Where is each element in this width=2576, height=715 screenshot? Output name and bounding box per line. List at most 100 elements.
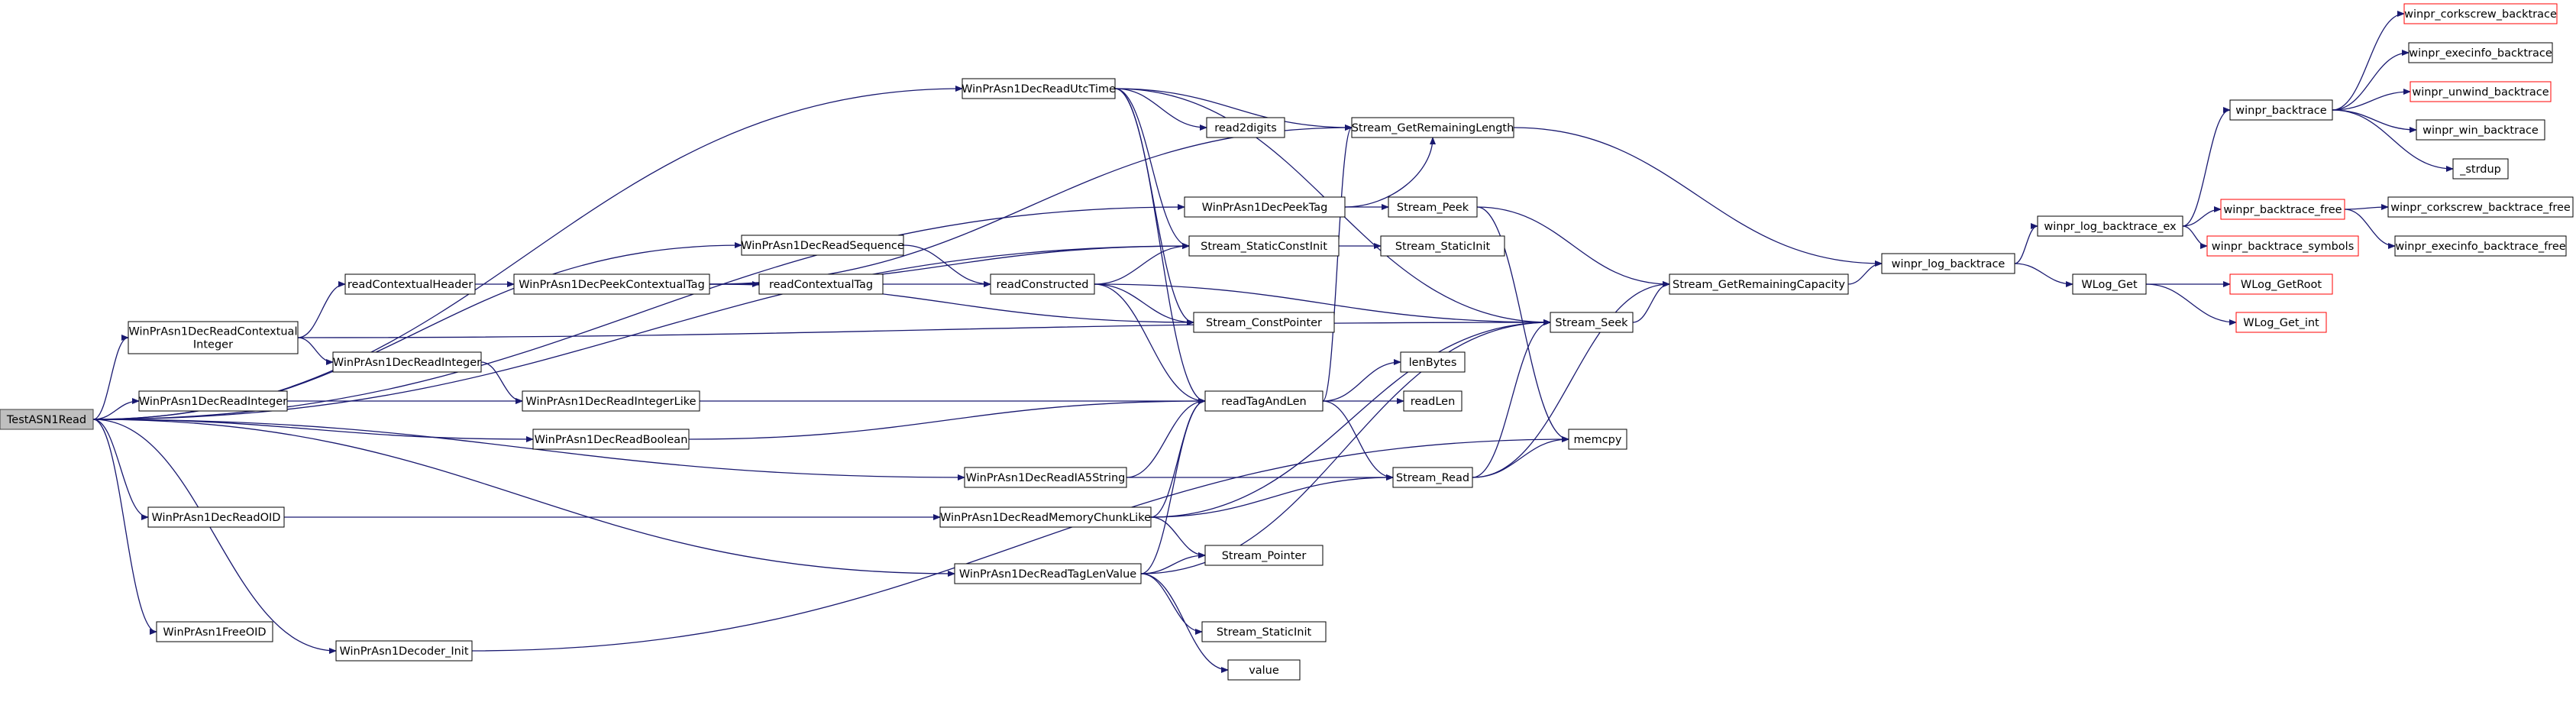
node-lenbytes[interactable]: lenBytes bbox=[1400, 351, 1466, 373]
node-root-box bbox=[0, 409, 94, 430]
node-seq[interactable]: WinPrAsn1DecReadSequence bbox=[741, 235, 904, 256]
node-speek[interactable]: Stream_Peek bbox=[1388, 196, 1478, 218]
node-backtrace-box bbox=[2229, 99, 2333, 121]
node-win[interactable]: winpr_win_backtrace bbox=[2416, 119, 2545, 141]
node-logbt[interactable]: winpr_log_backtrace bbox=[1881, 253, 2015, 274]
node-getcap-label-0: Stream_GetRemainingCapacity bbox=[1673, 279, 1845, 291]
edge-peektag-to-getrem bbox=[1344, 137, 1436, 208]
node-sinit1[interactable]: Stream_StaticInit bbox=[1201, 621, 1327, 642]
edge-utc-to-read2 bbox=[1114, 88, 1207, 131]
node-peekctx-box bbox=[513, 273, 710, 295]
node-getrem[interactable]: Stream_GetRemainingLength bbox=[1351, 117, 1514, 138]
node-memcpy[interactable]: memcpy bbox=[1568, 429, 1627, 450]
node-ctxint-box bbox=[128, 321, 299, 354]
node-sinit2[interactable]: Stream_StaticInit bbox=[1380, 235, 1505, 257]
edge-memchunk-to-sptr bbox=[1150, 516, 1206, 558]
node-rconstr[interactable]: readConstructed bbox=[990, 273, 1095, 295]
node-boolean[interactable]: WinPrAsn1DecReadBoolean bbox=[532, 429, 690, 450]
node-readint-box bbox=[138, 390, 288, 412]
node-btsym[interactable]: winpr_backtrace_symbols bbox=[2206, 235, 2359, 257]
node-execinfo-label-0: winpr_execinfo_backtrace bbox=[2409, 47, 2552, 60]
node-logbt-label-0: winpr_log_backtrace bbox=[1892, 258, 2006, 270]
edge-rtal-to-sread bbox=[1322, 400, 1394, 480]
edge-memchunk-to-rtal bbox=[1150, 398, 1206, 518]
node-decinit[interactable]: WinPrAsn1Decoder_Init bbox=[335, 640, 473, 662]
node-utc-label-0: WinPrAsn1DecReadUtcTime bbox=[962, 83, 1116, 95]
node-rtal-label-0: readTagAndLen bbox=[1221, 396, 1306, 408]
node-execinfo-box bbox=[2408, 42, 2553, 63]
node-rtal[interactable]: readTagAndLen bbox=[1204, 390, 1324, 412]
node-peekctx[interactable]: WinPrAsn1DecPeekContextualTag bbox=[513, 273, 710, 295]
node-sread-box bbox=[1392, 467, 1473, 488]
node-taglen[interactable]: WinPrAsn1DecReadTagLenValue bbox=[954, 563, 1142, 584]
node-utc[interactable]: WinPrAsn1DecReadUtcTime bbox=[962, 78, 1116, 99]
node-freeoid-box bbox=[156, 621, 273, 642]
node-getroot[interactable]: WLog_GetRoot bbox=[2229, 273, 2333, 295]
node-wlogget[interactable]: WLog_Get bbox=[2072, 273, 2147, 295]
node-freeoid[interactable]: WinPrAsn1FreeOID bbox=[156, 621, 273, 642]
node-root[interactable]: TestASN1Read bbox=[0, 409, 94, 430]
node-memchunk[interactable]: WinPrAsn1DecReadMemoryChunkLike bbox=[939, 506, 1152, 528]
node-sinit2-box bbox=[1380, 235, 1505, 257]
node-boolean-box bbox=[532, 429, 690, 450]
edge-speek-to-memcpy bbox=[1476, 206, 1569, 442]
edge-backtrace-to-strdup bbox=[2332, 109, 2454, 172]
node-sread[interactable]: Stream_Read bbox=[1392, 467, 1473, 488]
node-speek-box bbox=[1388, 196, 1478, 218]
node-execinfo[interactable]: winpr_execinfo_backtrace bbox=[2408, 42, 2553, 63]
node-sseek-label-0: Stream_Seek bbox=[1555, 317, 1628, 329]
edges-layer bbox=[92, 11, 2454, 673]
node-ia5-label-0: WinPrAsn1DecReadIA5String bbox=[966, 472, 1126, 484]
node-logbtex[interactable]: winpr_log_backtrace_ex bbox=[2037, 215, 2183, 237]
edge-backtrace-to-cork bbox=[2332, 11, 2405, 111]
node-cptr[interactable]: Stream_ConstPointer bbox=[1193, 312, 1335, 333]
node-corkfree[interactable]: winpr_corkscrew_backtrace_free bbox=[2387, 196, 2574, 218]
node-win-box bbox=[2416, 119, 2545, 141]
node-execfree[interactable]: winpr_execinfo_backtrace_free bbox=[2394, 235, 2567, 257]
node-peektag[interactable]: WinPrAsn1DecPeekTag bbox=[1184, 196, 1346, 218]
edge-root-to-freeoid bbox=[92, 419, 157, 635]
nodes-layer: TestASN1Read WinPrAsn1DecReadContextualIn… bbox=[0, 3, 2574, 681]
edge-sread-to-sseek bbox=[1472, 319, 1551, 478]
edge-root-to-ia5 bbox=[92, 419, 965, 480]
node-sptr[interactable]: Stream_Pointer bbox=[1204, 545, 1324, 566]
node-boolean-label-0: WinPrAsn1DecReadBoolean bbox=[535, 434, 688, 446]
edge-sseek-to-getcap bbox=[1632, 281, 1670, 323]
node-sseek[interactable]: Stream_Seek bbox=[1550, 312, 1634, 333]
node-rconstr-label-0: readConstructed bbox=[996, 279, 1088, 291]
node-getcap[interactable]: Stream_GetRemainingCapacity bbox=[1669, 273, 1849, 295]
node-sread-label-0: Stream_Read bbox=[1396, 472, 1469, 484]
node-wlogget-box bbox=[2072, 273, 2147, 295]
node-backtrace[interactable]: winpr_backtrace bbox=[2229, 99, 2333, 121]
node-oid-box bbox=[147, 506, 285, 528]
node-getint[interactable]: WLog_Get_int bbox=[2235, 312, 2327, 333]
node-scinit[interactable]: Stream_StaticConstInit bbox=[1188, 235, 1340, 257]
node-value[interactable]: value bbox=[1227, 659, 1301, 681]
edge-boolean-to-rtal bbox=[688, 398, 1206, 440]
node-read2-box bbox=[1206, 117, 1285, 138]
node-btfree[interactable]: winpr_backtrace_free bbox=[2220, 199, 2345, 220]
node-unwind[interactable]: winpr_unwind_backtrace bbox=[2410, 81, 2552, 102]
node-readint[interactable]: WinPrAsn1DecReadInteger bbox=[138, 390, 288, 412]
node-corkfree-label-0: winpr_corkscrew_backtrace_free bbox=[2390, 202, 2571, 214]
node-readlen[interactable]: readLen bbox=[1403, 390, 1463, 412]
node-strdup[interactable]: _strdup bbox=[2452, 158, 2509, 180]
edge-sread-to-getcap bbox=[1472, 281, 1670, 478]
node-seq-box bbox=[741, 235, 904, 256]
node-taglen-label-0: WinPrAsn1DecReadTagLenValue bbox=[959, 568, 1136, 581]
node-read2[interactable]: read2digits bbox=[1206, 117, 1285, 138]
node-rct[interactable]: readContextualTag bbox=[758, 273, 884, 295]
node-ia5[interactable]: WinPrAsn1DecReadIA5String bbox=[964, 467, 1127, 488]
node-intlike[interactable]: WinPrAsn1DecReadIntegerLike bbox=[522, 390, 700, 412]
edge-memchunk-to-sread bbox=[1150, 474, 1394, 518]
node-readint2[interactable]: WinPrAsn1DecReadInteger bbox=[332, 351, 482, 373]
node-lenbytes-box bbox=[1400, 351, 1466, 373]
edge-rtal-to-getrem bbox=[1322, 125, 1353, 402]
node-cork[interactable]: winpr_corkscrew_backtrace bbox=[2403, 3, 2558, 24]
edge-backtrace-to-win bbox=[2332, 109, 2417, 133]
node-strdup-box bbox=[2452, 158, 2509, 180]
node-rch[interactable]: readContextualHeader bbox=[344, 273, 476, 295]
node-memcpy-box bbox=[1568, 429, 1627, 450]
node-oid[interactable]: WinPrAsn1DecReadOID bbox=[147, 506, 285, 528]
